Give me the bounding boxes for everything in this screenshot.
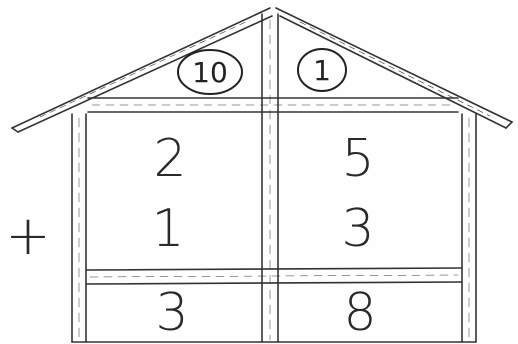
row1-tens-digit: 2 [153,129,186,189]
posts [72,14,476,342]
plus-operator: + [5,204,50,267]
row2-ones-digit: 3 [341,199,374,259]
result-tens-digit: 3 [155,283,188,343]
tens-label: 10 [192,56,228,89]
row2-tens-digit: 1 [151,199,184,259]
place-header-ones: 1 [298,49,346,91]
place-header-tens: 10 [178,50,242,94]
result-ones-digit: 8 [343,283,376,343]
ones-label: 1 [313,54,331,87]
row1-ones-digit: 5 [341,129,374,189]
sum-divider [86,268,462,284]
